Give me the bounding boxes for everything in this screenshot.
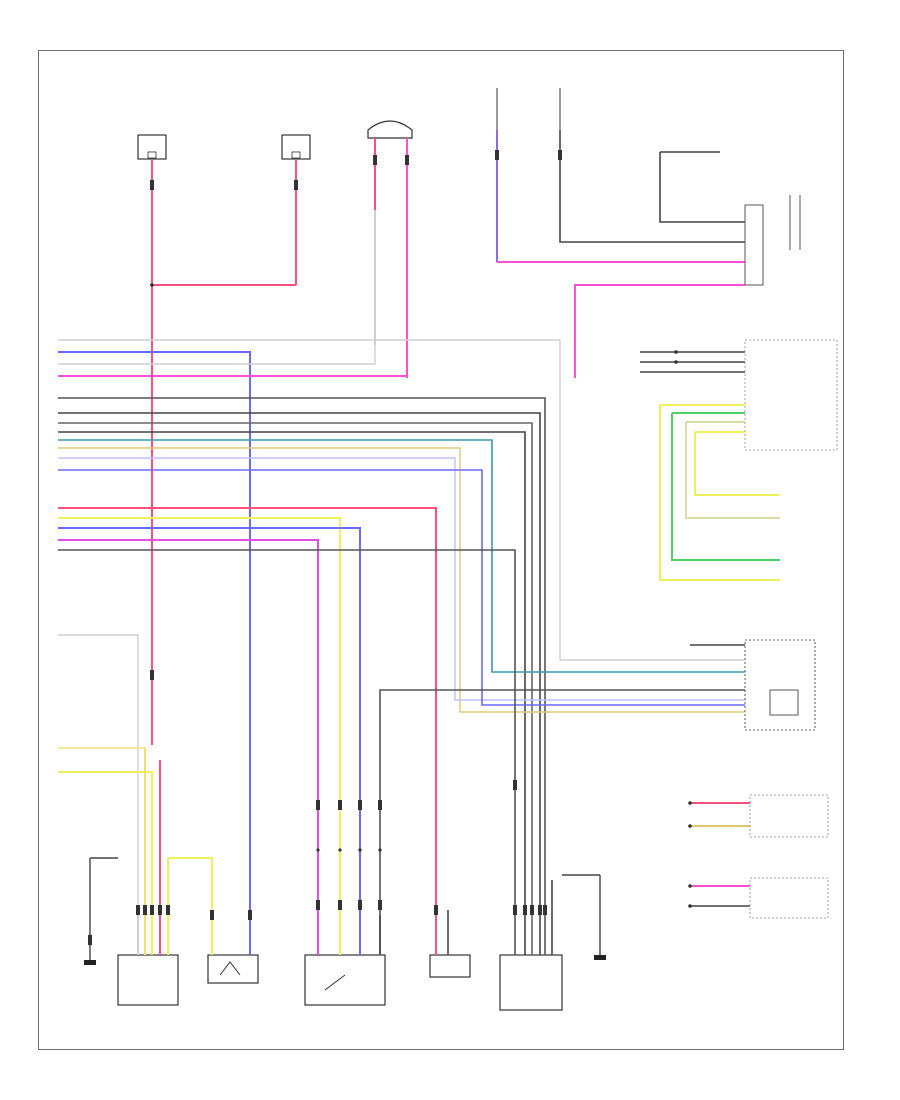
ground-right — [562, 874, 606, 960]
connector-block-mid-right — [744, 339, 838, 451]
top-vertical-wires — [150, 130, 745, 745]
bottom-component-1 — [117, 748, 179, 1006]
inline-connectors — [88, 150, 562, 945]
bottom-component-3 — [304, 915, 386, 1006]
splice-points — [150, 283, 382, 852]
connector-block-upper-right — [744, 195, 801, 286]
pin-markers-right — [674, 350, 692, 908]
diagram-frame — [38, 50, 844, 1050]
sensor-top-left — [137, 134, 167, 160]
connector-block-lower-right — [744, 639, 816, 731]
sensor-top-right — [367, 120, 413, 139]
right-sensor-wires — [640, 351, 780, 907]
ground-left — [84, 960, 96, 965]
fuse-feeds — [496, 88, 561, 130]
bottom-component-2 — [207, 925, 259, 984]
bottom-component-4 — [429, 910, 471, 978]
bottom-component-5 — [499, 880, 563, 1011]
sensor-box-lower-right-1 — [749, 794, 829, 838]
sensor-box-lower-right-2 — [749, 877, 829, 919]
horizontal-bus — [58, 339, 745, 960]
sensor-top-middle — [281, 134, 311, 160]
